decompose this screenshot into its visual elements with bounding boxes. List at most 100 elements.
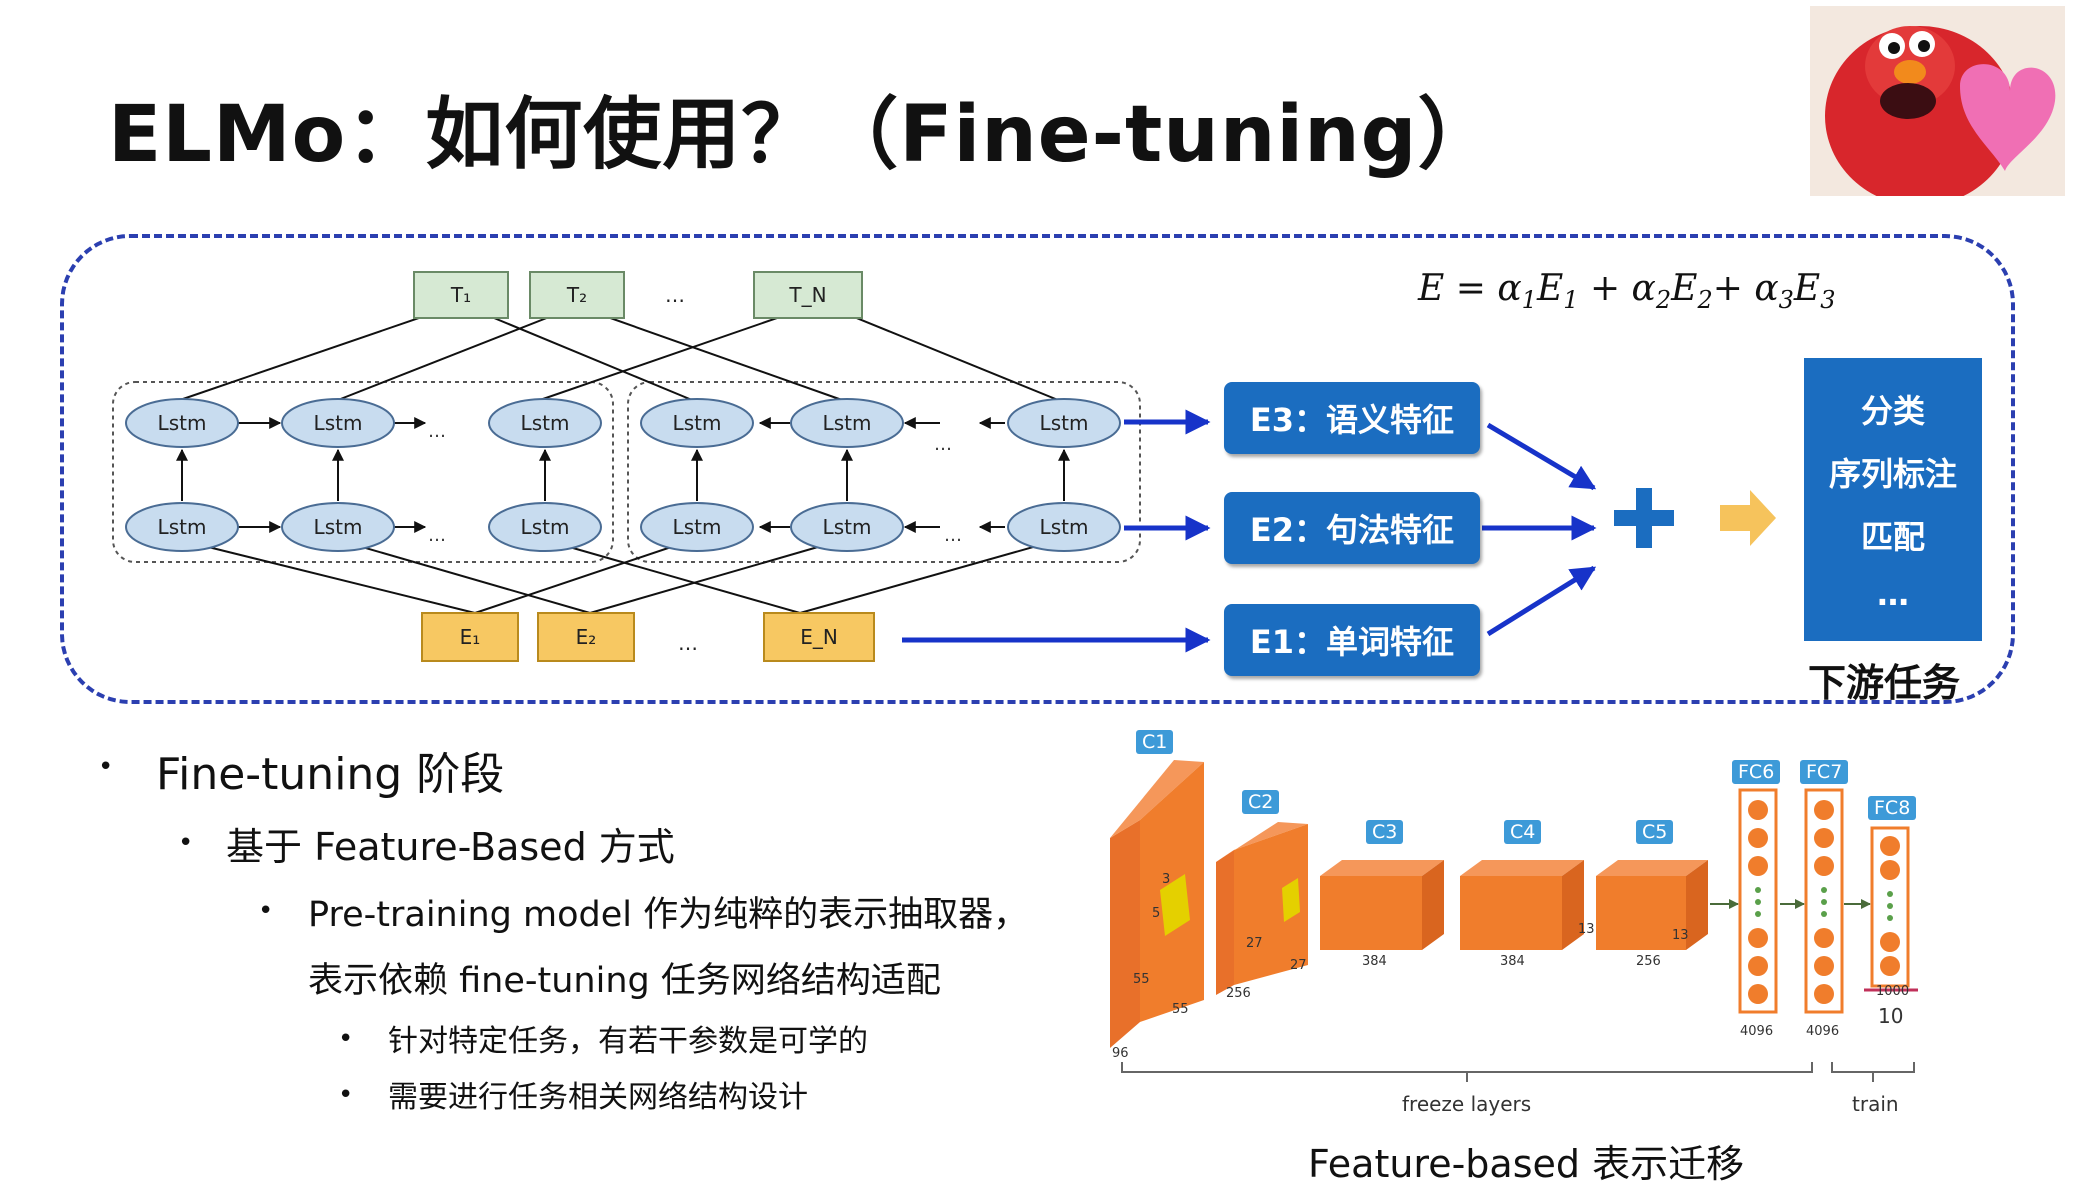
lstm-label: Lstm bbox=[823, 515, 872, 539]
output-token-label: T₁ bbox=[450, 283, 471, 307]
cnn-diagram bbox=[1110, 760, 1918, 1082]
task-item: … bbox=[1877, 574, 1909, 613]
lstm-label: Lstm bbox=[673, 515, 722, 539]
lstm-label: Lstm bbox=[314, 515, 363, 539]
dim-label: 1000 bbox=[1876, 984, 1910, 999]
task-item: 分类 bbox=[1860, 392, 1925, 431]
lstm-cell bbox=[488, 502, 602, 552]
dim-label: 13 bbox=[1672, 928, 1689, 943]
dim-label: 256 bbox=[1636, 954, 1661, 969]
layer-tag-c2: C2 bbox=[1242, 790, 1280, 814]
elmo-avatar-image bbox=[1810, 6, 2065, 196]
layer-tag-c3: C3 bbox=[1366, 820, 1404, 844]
dim-label: 27 bbox=[1290, 958, 1307, 973]
bullet-dot: • bbox=[338, 1080, 354, 1110]
input-embedding-box bbox=[421, 612, 519, 662]
lstm-cell bbox=[640, 502, 754, 552]
dim-label: 55 bbox=[1133, 972, 1150, 987]
lstm-cell bbox=[1007, 502, 1121, 552]
backward-lstm-group bbox=[627, 381, 1141, 563]
forward-lstm-group bbox=[112, 381, 614, 563]
dim-label: 55 bbox=[1172, 1002, 1189, 1017]
dim-label: 384 bbox=[1500, 954, 1525, 969]
feature-box-e1: E1：单词特征 bbox=[1224, 604, 1480, 676]
bullet-l1: Fine-tuning 阶段 bbox=[156, 749, 505, 800]
bullet-l4b: 需要进行任务相关网络结构设计 bbox=[388, 1080, 808, 1115]
bullet-dot: • bbox=[338, 1024, 354, 1054]
dim-label: 96 bbox=[1112, 1046, 1129, 1061]
lstm-cell bbox=[281, 398, 395, 448]
cnn-caption: Feature-based 表示迁移 bbox=[1308, 1142, 1745, 1186]
lstm-label: Lstm bbox=[823, 411, 872, 435]
bullet-l3b: 表示依赖 fine-tuning 任务网络结构适配 bbox=[308, 961, 941, 1001]
bullet-l3a: Pre-training model 作为纯粹的表示抽取器， bbox=[308, 895, 1029, 935]
downstream-caption: 下游任务 bbox=[1808, 661, 1961, 705]
output-token-box bbox=[413, 271, 509, 319]
dim-label: 5 bbox=[1152, 906, 1161, 921]
ellipsis-bwd-top: … bbox=[934, 434, 952, 455]
bullet-l2: 基于 Feature-Based 方式 bbox=[226, 825, 675, 869]
downstream-tasks-box: 分类 序列标注 匹配 … bbox=[1804, 358, 1982, 641]
output-token-box bbox=[529, 271, 625, 319]
lstm-cell bbox=[125, 398, 239, 448]
elmo-architecture-panel bbox=[60, 234, 2015, 704]
lstm-label: Lstm bbox=[521, 515, 570, 539]
freeze-layers-label: freeze layers bbox=[1402, 1092, 1532, 1116]
page-title: ELMo：如何使用？（Fine-tuning） bbox=[108, 90, 1497, 180]
feature-box-e2: E2：句法特征 bbox=[1224, 492, 1480, 564]
lstm-cell bbox=[790, 398, 904, 448]
lstm-label: Lstm bbox=[673, 411, 722, 435]
lstm-label: Lstm bbox=[1040, 411, 1089, 435]
lstm-cell bbox=[640, 398, 754, 448]
feature-box-e3: E3：语义特征 bbox=[1224, 382, 1480, 454]
ellipsis-bwd-bottom: … bbox=[944, 525, 962, 546]
output-classes-label: 10 bbox=[1878, 1004, 1904, 1028]
ellipsis-fwd-bottom: … bbox=[428, 525, 446, 546]
lstm-label: Lstm bbox=[1040, 515, 1089, 539]
task-item: 匹配 bbox=[1860, 517, 1925, 556]
dim-label: 3 bbox=[1162, 872, 1171, 887]
lstm-cell bbox=[790, 502, 904, 552]
bullet-dot: • bbox=[98, 752, 114, 782]
train-label: train bbox=[1852, 1092, 1899, 1116]
output-token-label: T_N bbox=[788, 283, 826, 307]
layer-tag-c4: C4 bbox=[1504, 820, 1542, 844]
input-embedding-label: E₂ bbox=[576, 625, 597, 649]
layer-tag-c1: C1 bbox=[1136, 730, 1174, 754]
lstm-label: Lstm bbox=[158, 515, 207, 539]
dim-label: 4096 bbox=[1740, 1024, 1774, 1039]
layer-tag-fc7: FC7 bbox=[1800, 760, 1849, 784]
input-embedding-label: E_N bbox=[800, 625, 838, 649]
lstm-cell bbox=[488, 398, 602, 448]
weighted-sum-formula: E = α1E1 + α2E2+ α3E3 bbox=[1418, 268, 1836, 315]
lstm-cells: Lstm Lstm Lstm Lstm Lstm Lstm Lstm Lstm … bbox=[125, 398, 1121, 552]
output-token-box bbox=[753, 271, 863, 319]
layer-tag-c5: C5 bbox=[1636, 820, 1674, 844]
dim-label: 4096 bbox=[1806, 1024, 1840, 1039]
right-arrow-icon bbox=[1720, 490, 1776, 546]
dim-label: 27 bbox=[1246, 936, 1263, 951]
bullet-dot: • bbox=[258, 896, 274, 926]
input-embedding-box bbox=[763, 612, 875, 662]
task-item: 序列标注 bbox=[1828, 455, 1957, 494]
lstm-cell bbox=[281, 502, 395, 552]
output-token-label: T₂ bbox=[566, 283, 587, 307]
plus-icon bbox=[1614, 488, 1674, 548]
lstm-cell bbox=[125, 502, 239, 552]
bullet-dot: • bbox=[178, 828, 194, 858]
input-embedding-label: … bbox=[678, 631, 698, 655]
lstm-label: Lstm bbox=[314, 411, 363, 435]
lstm-cell bbox=[1007, 398, 1121, 448]
dim-label: 13 bbox=[1578, 922, 1595, 937]
arrow-e3-to-plus bbox=[1486, 422, 1597, 491]
dim-label: 256 bbox=[1226, 986, 1251, 1001]
input-embedding-box bbox=[537, 612, 635, 662]
lstm-label: Lstm bbox=[158, 411, 207, 435]
dim-label: 384 bbox=[1362, 954, 1387, 969]
arrow-e1-to-plus bbox=[1486, 565, 1597, 637]
layer-tag-fc8: FC8 bbox=[1868, 796, 1917, 820]
input-embedding-label: E₁ bbox=[460, 625, 481, 649]
lstm-label: Lstm bbox=[521, 411, 570, 435]
bullet-l4a: 针对特定任务，有若干参数是可学的 bbox=[388, 1024, 868, 1059]
